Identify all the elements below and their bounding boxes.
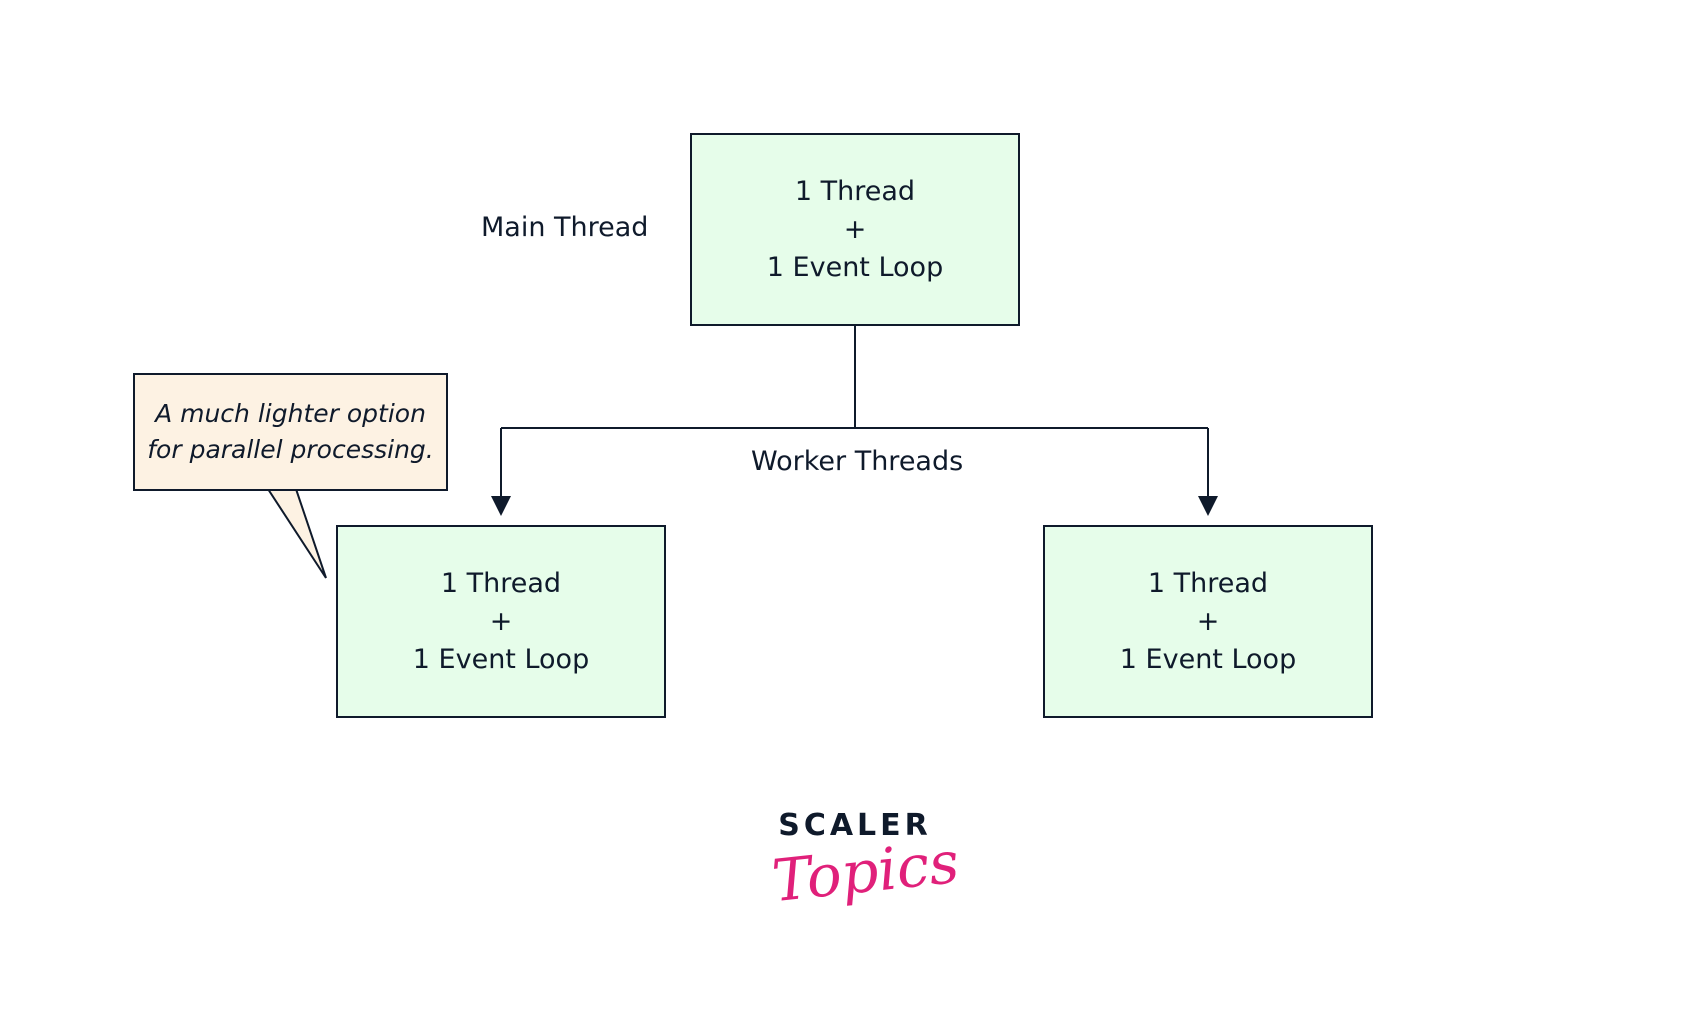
callout-note: A much lighter option for parallel proce… [133,373,448,491]
main-thread-box: 1 Thread + 1 Event Loop [690,133,1020,326]
box-line-thread: 1 Thread [794,175,916,207]
box-line-plus: + [1196,605,1220,637]
callout-line-2: for parallel processing. [147,435,434,464]
main-thread-label: Main Thread [481,212,649,243]
box-line-plus: + [843,213,867,245]
logo-wordmark: SCALER [778,808,932,843]
box-line-plus: + [489,605,513,637]
worker-thread-box-right: 1 Thread + 1 Event Loop [1043,525,1373,718]
scaler-topics-logo: SCALER Topics [760,808,962,938]
worker-thread-box-left: 1 Thread + 1 Event Loop [336,525,666,718]
callout-tail [266,488,327,579]
box-line-event-loop: 1 Event Loop [1119,643,1297,675]
box-line-event-loop: 1 Event Loop [412,643,590,675]
box-line-thread: 1 Thread [1147,567,1269,599]
worker-threads-label: Worker Threads [751,446,964,477]
callout-line-1: A much lighter option [155,399,426,428]
box-line-event-loop: 1 Event Loop [766,251,944,283]
box-line-thread: 1 Thread [440,567,562,599]
